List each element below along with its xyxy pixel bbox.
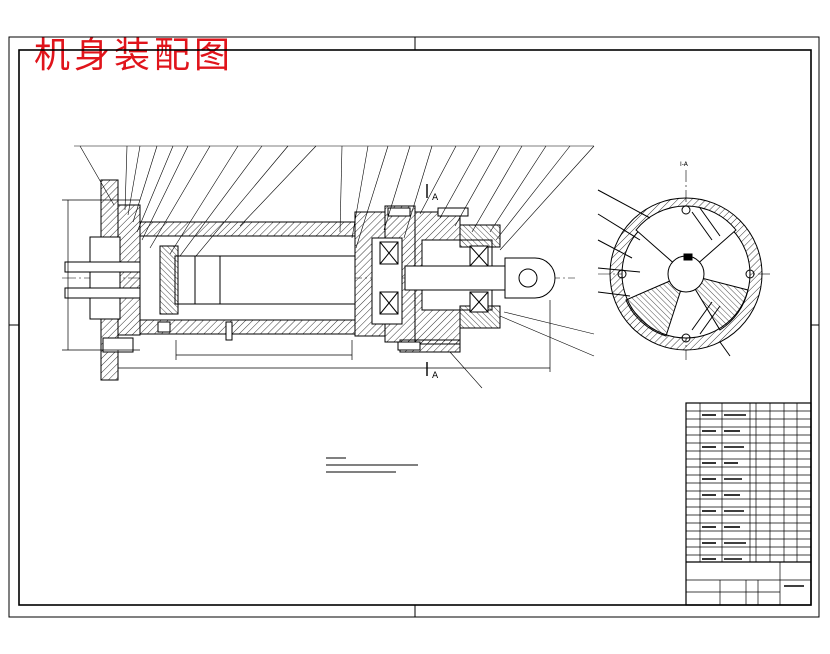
cross-section-view — [597, 170, 770, 360]
technical-notes — [326, 457, 418, 473]
dimension-lines — [62, 199, 551, 372]
parts-list-entries — [702, 414, 804, 587]
leader-lines — [74, 145, 595, 389]
section-view-label: I-A — [680, 161, 689, 168]
drawing-title: 机身装配图 — [34, 35, 235, 76]
section-mark-top: A — [432, 193, 439, 203]
main-section-view — [62, 179, 575, 381]
sheet-border — [8, 36, 820, 618]
section-mark-bottom: A — [432, 371, 439, 381]
title-block — [685, 402, 812, 606]
